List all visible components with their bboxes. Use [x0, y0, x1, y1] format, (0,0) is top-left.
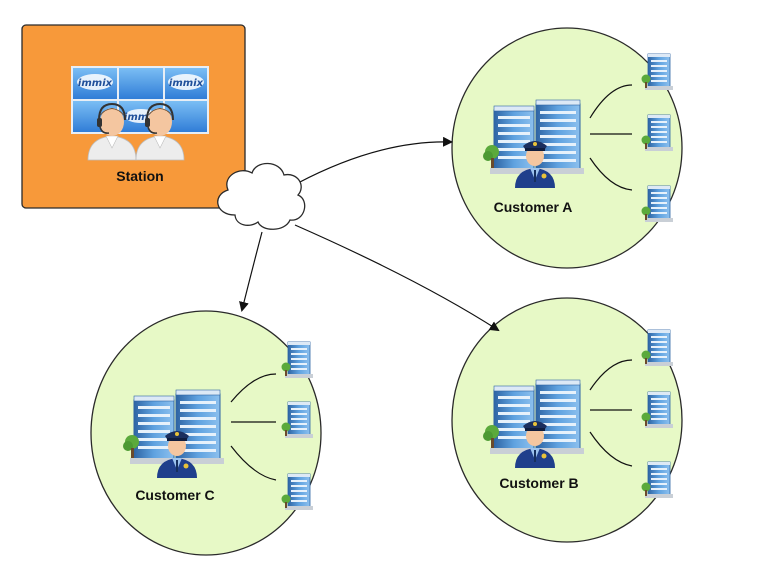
monitor-brand-left: immix — [78, 78, 113, 89]
customer-b-label: Customer B — [499, 475, 578, 491]
link-b-3 — [589, 431, 633, 467]
customer-a-label: Customer A — [494, 199, 573, 215]
edge-to-customer-b — [294, 224, 500, 332]
cloud-icon — [217, 162, 306, 230]
monitor-brand-center: immix — [124, 112, 159, 123]
link-b-1 — [589, 359, 633, 391]
link-c-3 — [230, 445, 277, 481]
link-a-3 — [589, 157, 633, 191]
link-a-1 — [589, 84, 633, 119]
edge-to-customer-a — [297, 136, 453, 184]
link-c-1 — [230, 373, 277, 403]
monitor-brand-right: immix — [169, 78, 204, 89]
edge-to-customer-c — [239, 231, 263, 312]
station-label: Station — [116, 168, 163, 184]
customer-c-label: Customer C — [135, 487, 214, 503]
monitor-icon: immix immix immix — [71, 66, 209, 134]
